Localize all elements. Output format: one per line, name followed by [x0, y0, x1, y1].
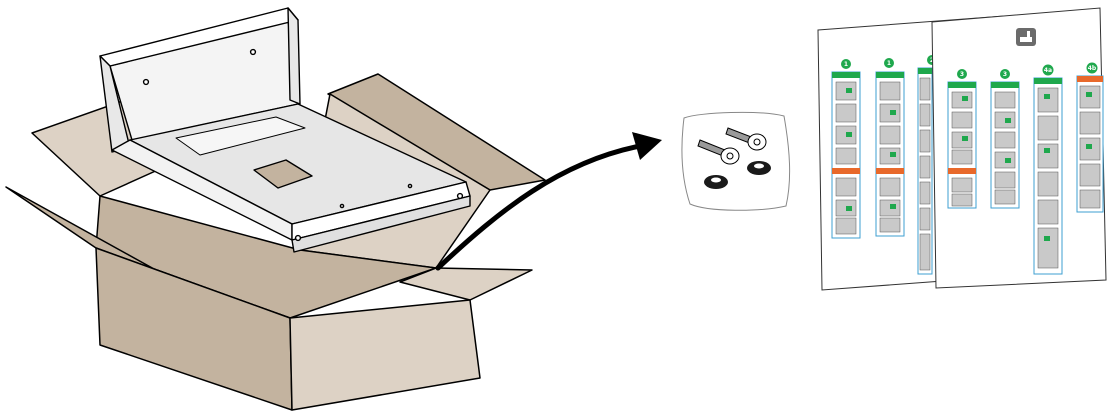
frame-hole [408, 184, 411, 187]
svg-text:1: 1 [887, 60, 891, 67]
svg-text:3: 3 [960, 71, 964, 78]
step-badge: 4b [1087, 63, 1098, 74]
frame-right-post [288, 8, 300, 104]
instruction-sheet-two: 3 3 4a 4b [932, 8, 1106, 288]
step-column [991, 82, 1019, 208]
frame-hole [296, 236, 301, 241]
svg-text:4b: 4b [1088, 65, 1097, 72]
step-column [876, 72, 904, 236]
step-badge: 3 [957, 69, 967, 79]
step-badge: 4a [1043, 65, 1054, 76]
step-column [1034, 78, 1062, 274]
svg-text:3: 3 [1003, 71, 1007, 78]
frame-hole [340, 204, 343, 207]
svg-text:4a: 4a [1044, 67, 1052, 74]
step-column [918, 68, 932, 274]
sink-tap-icon [1016, 28, 1036, 46]
step-badge: 1 [841, 59, 851, 69]
step-badge: 1 [884, 58, 894, 68]
step-badge: 3 [1000, 69, 1010, 79]
step-column [948, 82, 976, 208]
frame-hole [251, 50, 256, 55]
step-column [832, 72, 860, 238]
frame-hole [144, 80, 149, 85]
frame-hole [458, 194, 463, 199]
box-right-face [290, 300, 480, 410]
svg-text:1: 1 [844, 61, 848, 68]
screw-bag [682, 112, 790, 210]
step-column [1077, 76, 1103, 212]
